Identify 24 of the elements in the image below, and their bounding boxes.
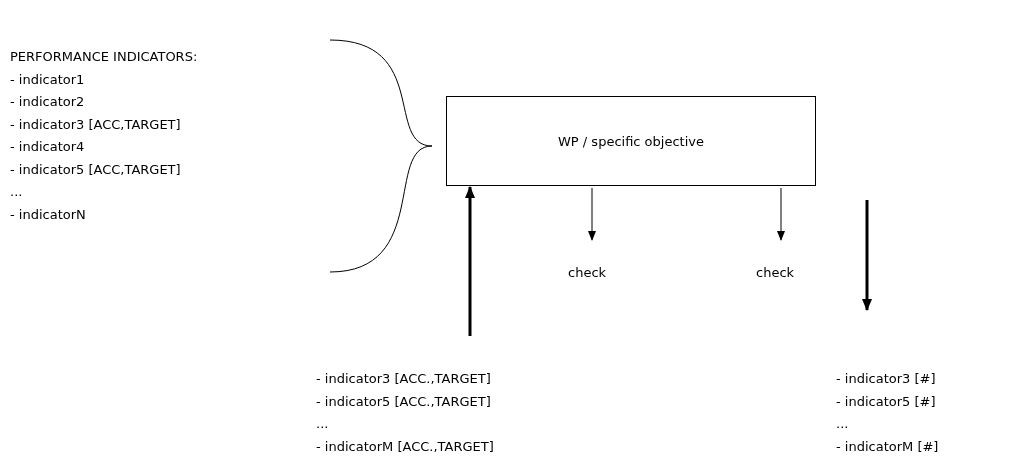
indicator-text: - indicator5 [ACC.,TARGET]: [316, 392, 492, 411]
indicator-text: - indicator3 [#]: [836, 370, 937, 388]
check-label: check: [568, 265, 607, 280]
box-label: WP / specific objective: [558, 133, 704, 149]
indicator-text: ...: [316, 415, 330, 433]
indicator-text: - indicator3 [ACC.,TARGET]: [316, 370, 492, 388]
indicator-text: - indicator1: [10, 70, 86, 89]
indicator-text: - indicator5 [ACC,TARGET]: [10, 160, 182, 179]
indicator-text: - indicatorN: [10, 205, 87, 224]
arrow: [588, 187, 596, 241]
check-label: check: [756, 265, 795, 280]
process-box: [446, 96, 816, 186]
indicator-text: ...: [10, 183, 24, 201]
arrow: [465, 186, 475, 336]
indicator-text: - indicator4: [10, 138, 86, 156]
indicator-text: - indicatorM [#]: [836, 437, 939, 456]
indicator-text: - indicator5 [#]: [836, 392, 937, 411]
list-heading: PERFORMANCE INDICATORS:: [10, 48, 198, 66]
arrow: [862, 200, 872, 311]
indicator-text: - indicator3 [ACC,TARGET]: [10, 115, 182, 134]
indicator-text: - indicatorM [ACC.,TARGET]: [316, 437, 494, 456]
arrow: [777, 187, 785, 241]
indicator-text: - indicator2: [10, 93, 86, 111]
indicator-text: ...: [836, 415, 850, 433]
